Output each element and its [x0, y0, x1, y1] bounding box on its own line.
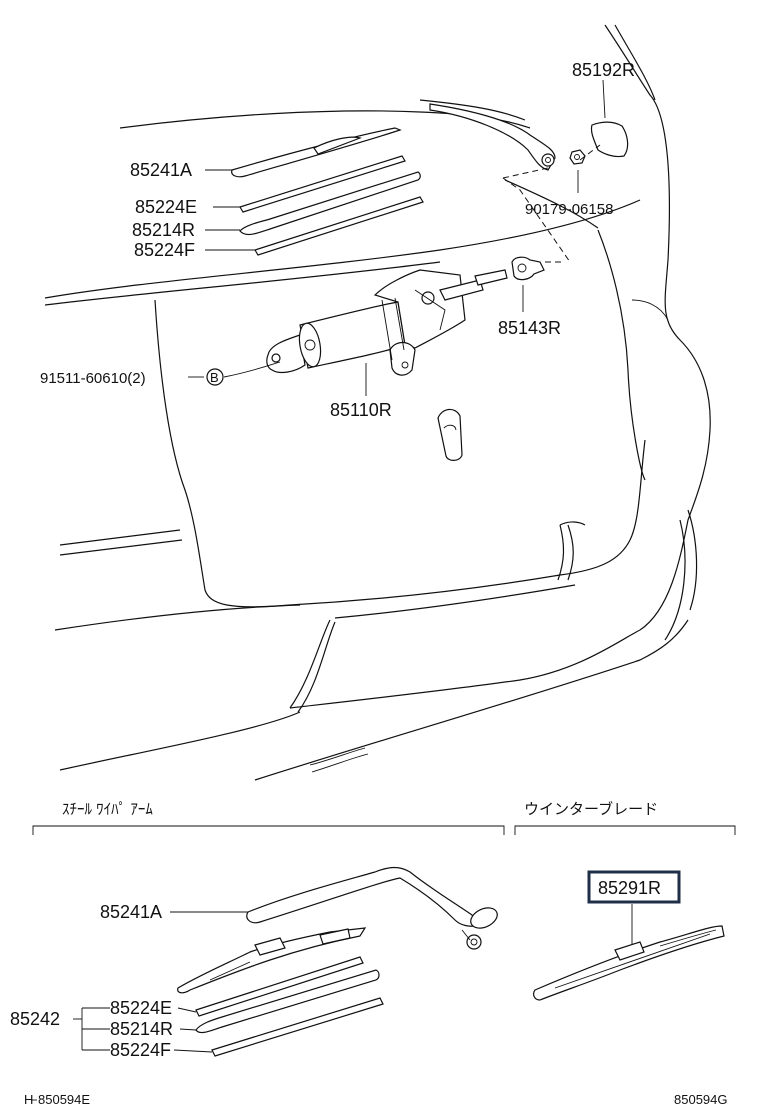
vehicle-body — [44, 24, 711, 781]
label-lower-85224F: 85224F — [110, 1040, 171, 1060]
label-lower-85224E: 85224E — [110, 998, 172, 1018]
section-title-winter-blade: ウインターブレード — [524, 800, 658, 818]
wiper-motor-85110R — [266, 269, 508, 376]
bolt-marker-circle — [206, 368, 224, 386]
label-lower-85241A: 85241A — [100, 902, 162, 922]
cap-85192R — [590, 121, 629, 158]
section-title-steel-wiper-arm: ｽﾁｰﾙ ﾜｲﾊﾟ ｱｰﾑ — [62, 801, 153, 818]
label-85224E: 85224E — [135, 197, 197, 217]
upper-wiper-arm — [231, 103, 556, 178]
label-85110R: 85110R — [330, 400, 392, 420]
label-91511-60610: 91511-60610(2) — [40, 370, 146, 387]
upper-leaders — [188, 79, 606, 396]
label-85241A: 85241A — [130, 160, 192, 180]
label-85214R: 85214R — [132, 220, 195, 240]
assembly-dashed-lines — [502, 144, 601, 263]
nut-90179 — [569, 149, 586, 165]
label-85224F: 85224F — [134, 240, 195, 260]
label-85291R: 85291R — [598, 878, 661, 898]
upper-blade-refills — [239, 155, 424, 256]
lower-wiper-arm — [246, 866, 498, 950]
section-brackets — [32, 825, 736, 835]
footer-code-right: 850594G — [674, 1092, 728, 1107]
highlight-box-85291R — [587, 870, 681, 904]
footer-mark-h: H — [24, 1092, 33, 1107]
lower-blade-refills — [195, 956, 384, 1057]
lower-wiper-blade-assembly — [177, 927, 367, 994]
label-85143R: 85143R — [498, 318, 561, 338]
grommet-85143R — [511, 256, 545, 281]
label-90179-06158: 90179-06158 — [525, 201, 613, 218]
lower-leaders — [73, 904, 633, 1053]
winter-blade-85291R — [533, 925, 725, 1001]
bolt-marker-label: B — [210, 370, 219, 385]
label-lower-85214R: 85214R — [110, 1019, 173, 1039]
label-85192R: 85192R — [572, 60, 635, 80]
label-85242: 85242 — [10, 1009, 60, 1029]
footer-code-left: 850594E — [38, 1092, 90, 1107]
